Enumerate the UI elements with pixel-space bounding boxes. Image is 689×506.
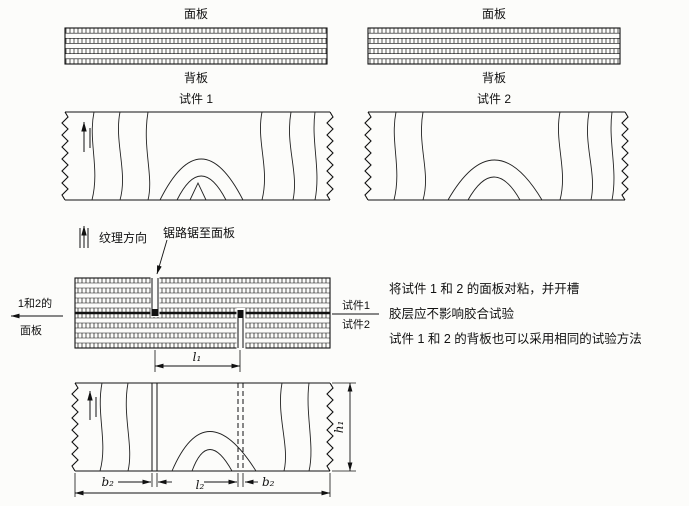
- grain-arch: [176, 175, 227, 201]
- grain-line: [610, 111, 615, 201]
- dim-b2-right-label: b₂: [262, 475, 275, 489]
- ply-endgrain-band: [368, 48, 620, 54]
- ply-endgrain-band: [65, 28, 327, 34]
- pointer-label-top: 1和2的: [18, 296, 52, 310]
- dim-l2-label: l₂: [196, 478, 205, 492]
- fraction-bottom: 试件2: [342, 318, 370, 331]
- ply-endgrain-band: [75, 323, 330, 328]
- grain-direction-label: 纹理方向: [99, 230, 147, 245]
- ply-endgrain-band: [75, 298, 330, 303]
- grain-line: [307, 382, 312, 472]
- specimen1-title: 试件 1: [179, 91, 213, 106]
- ply-endgrain-band: [75, 278, 330, 283]
- dim-l1: l₁: [154, 350, 241, 372]
- grain-arch: [467, 176, 521, 201]
- kerf-leader-arrow: [156, 239, 168, 275]
- grain-line: [558, 111, 563, 201]
- ply-endgrain-band: [75, 333, 330, 338]
- fraction-top: 试件1: [342, 299, 370, 312]
- rough-edge-left: [71, 382, 79, 472]
- notes-block: 将试件 1 和 2 的面板对粘，并开槽 胶层应不影响胶合试验 试件 1 和 2 …: [389, 281, 642, 346]
- plywood-bottom-half: [74, 312, 331, 349]
- kerf-callout: 锯路锯至面板: [156, 225, 235, 275]
- note-line-2: 胶层应不影响胶合试验: [389, 306, 515, 321]
- back-panel-label-1: 背板: [184, 71, 208, 85]
- plywood-section-1: [64, 27, 328, 65]
- bottom-board: [71, 382, 334, 472]
- back-panel-label-2: 背板: [482, 71, 506, 85]
- kerf-tip: [152, 309, 158, 316]
- grain-line: [91, 111, 96, 201]
- kerf-slot: [236, 308, 246, 350]
- specimen-fraction-label: 试件1 试件2: [332, 299, 379, 331]
- dim-b2-left-label: b₂: [102, 475, 115, 489]
- ply-outline: [64, 27, 328, 65]
- dim-l2: l₂: [74, 473, 331, 497]
- grain-line: [118, 111, 123, 201]
- rough-edge-left: [61, 111, 69, 201]
- dim-h1-label: h₁: [332, 421, 346, 434]
- dim-h1: h₁: [332, 382, 356, 472]
- grain-line: [280, 382, 286, 472]
- ply-outline: [367, 27, 621, 65]
- grain-line: [393, 111, 398, 201]
- ply-endgrain-band: [368, 28, 620, 34]
- grain-arch: [171, 431, 257, 472]
- cross-section-specimen2: 面板 背板 试件 2: [367, 7, 621, 106]
- face-panel-label-1: 面板: [184, 7, 208, 21]
- grain-line: [260, 111, 265, 201]
- ply-endgrain-band: [65, 58, 327, 64]
- kerf-slot: [150, 276, 160, 317]
- pointer-label-bottom: 面板: [20, 323, 42, 337]
- dim-b2-right: b₂: [204, 473, 275, 489]
- rough-edge-right: [326, 111, 334, 201]
- ply-endgrain-band: [368, 58, 620, 64]
- grain-line: [421, 111, 426, 201]
- ply-endgrain-band: [75, 343, 330, 348]
- rough-edge-right: [621, 111, 629, 201]
- plywood-top-half: [74, 277, 331, 314]
- left-kerf: [150, 276, 160, 317]
- kerf-callout-label: 锯路锯至面板: [163, 225, 235, 240]
- ply-outline: [74, 312, 331, 349]
- plywood-section-2: [367, 27, 621, 65]
- grain-line: [125, 382, 131, 472]
- rough-edge-right: [326, 382, 334, 472]
- grain-peak: [189, 181, 207, 201]
- ply-endgrain-band: [75, 313, 330, 318]
- grain-arch: [447, 159, 543, 201]
- kerf-tip: [238, 310, 243, 318]
- cross-section-specimen1: 面板 背板 试件 1: [64, 7, 328, 106]
- rough-edge-left: [364, 111, 372, 201]
- dim-b2-left: b₂: [102, 473, 172, 489]
- grain-direction-legend: 纹理方向: [79, 225, 147, 248]
- grain-line: [587, 111, 593, 201]
- right-kerf: [236, 308, 246, 350]
- specimen2-board: [364, 111, 629, 201]
- note-line-1: 将试件 1 和 2 的面板对粘，并开槽: [389, 281, 579, 296]
- grain-arch: [159, 158, 244, 201]
- ply-endgrain-band: [65, 48, 327, 54]
- ply-endgrain-band: [368, 38, 620, 44]
- dim-l1-label: l₁: [193, 350, 202, 364]
- ply-endgrain-band: [65, 38, 327, 44]
- face-panel-pointer-label: 1和2的 面板: [10, 296, 63, 337]
- grain-line: [313, 111, 318, 201]
- specimen1-board: [61, 111, 334, 201]
- grain-line: [145, 111, 151, 201]
- specimen2-title: 试件 2: [477, 91, 511, 106]
- face-panel-label-2: 面板: [482, 7, 506, 21]
- grain-arch: [191, 449, 233, 472]
- grain-line: [289, 111, 295, 201]
- grain-line: [99, 382, 104, 472]
- ply-endgrain-band: [75, 308, 330, 313]
- ply-endgrain-band: [75, 288, 330, 293]
- note-line-3: 试件 1 和 2 的背板也可以采用相同的试验方法: [389, 331, 642, 346]
- combined-cross-section: l₁ 1和2的 面板 试件1 试件2: [10, 276, 379, 372]
